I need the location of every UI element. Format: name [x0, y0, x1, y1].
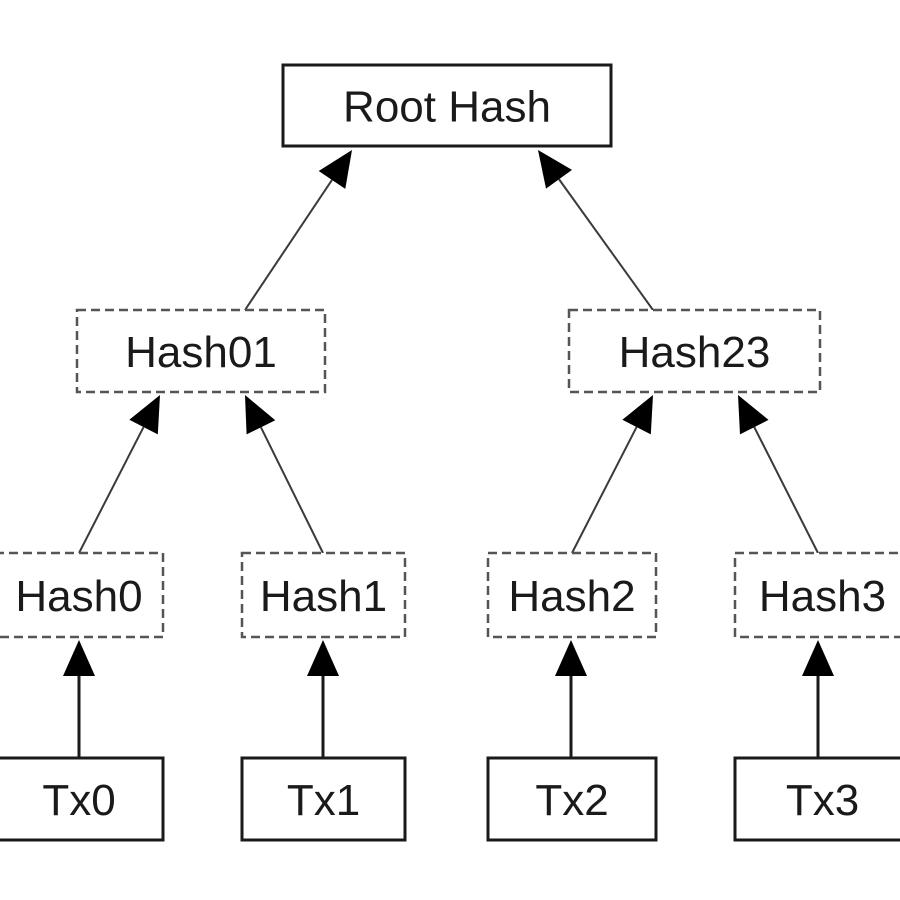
node-box — [75, 308, 327, 394]
node-box — [567, 308, 822, 394]
node-label: Hash01 — [125, 328, 277, 377]
edge-line — [260, 426, 324, 554]
node-h1: Hash1 — [240, 551, 407, 639]
node-box — [733, 551, 900, 639]
node-label: Hash23 — [619, 328, 771, 377]
node-label: Hash1 — [260, 572, 387, 621]
node-tx3: Tx3 — [733, 756, 900, 842]
arrowhead-icon — [129, 395, 160, 435]
node-box — [240, 551, 407, 639]
arrowhead-icon — [538, 150, 573, 189]
node-label: Root Hash — [343, 83, 551, 132]
node-box — [0, 756, 165, 842]
node-label: Hash3 — [759, 572, 886, 621]
edge-h3-to-h23 — [738, 395, 819, 554]
node-h01: Hash01 — [75, 308, 327, 394]
edge-tx1-to-h1 — [307, 640, 339, 758]
arrowhead-icon — [245, 395, 276, 435]
edge-h01-to-root — [244, 150, 352, 311]
node-label: Tx2 — [535, 776, 608, 825]
node-label: Hash2 — [508, 572, 635, 621]
edge-h0-to-h01 — [78, 395, 160, 554]
node-box — [486, 756, 658, 842]
node-box — [281, 63, 613, 148]
edge-h1-to-h01 — [245, 395, 324, 554]
arrowhead-icon — [555, 640, 587, 676]
edge-tx0-to-h0 — [63, 640, 95, 758]
node-h23: Hash23 — [567, 308, 822, 394]
node-h0: Hash0 — [0, 551, 165, 639]
arrowhead-icon — [63, 640, 95, 676]
edge-line — [753, 426, 819, 554]
node-box — [733, 756, 900, 842]
edge-line — [558, 178, 654, 311]
node-label: Tx1 — [287, 776, 360, 825]
node-box — [240, 756, 407, 842]
node-label: Tx3 — [786, 776, 859, 825]
node-root: Root Hash — [281, 63, 613, 148]
arrowhead-icon — [622, 395, 653, 435]
edge-line — [244, 179, 333, 311]
edge-tx2-to-h2 — [555, 640, 587, 758]
node-label: Tx0 — [42, 776, 115, 825]
edge-h2-to-h23 — [571, 395, 653, 554]
node-h3: Hash3 — [733, 551, 900, 639]
edge-line — [78, 426, 145, 554]
arrowhead-icon — [318, 150, 352, 189]
node-box — [0, 551, 165, 639]
edge-line — [571, 426, 638, 554]
edge-h23-to-root — [538, 150, 654, 311]
node-label: Hash0 — [15, 572, 142, 621]
node-tx1: Tx1 — [240, 756, 407, 842]
edge-tx3-to-h3 — [802, 640, 834, 758]
node-tx0: Tx0 — [0, 756, 165, 842]
arrowhead-icon — [307, 640, 339, 676]
node-h2: Hash2 — [486, 551, 658, 639]
arrowhead-icon — [802, 640, 834, 676]
node-box — [486, 551, 658, 639]
node-tx2: Tx2 — [486, 756, 658, 842]
arrowhead-icon — [738, 395, 769, 435]
